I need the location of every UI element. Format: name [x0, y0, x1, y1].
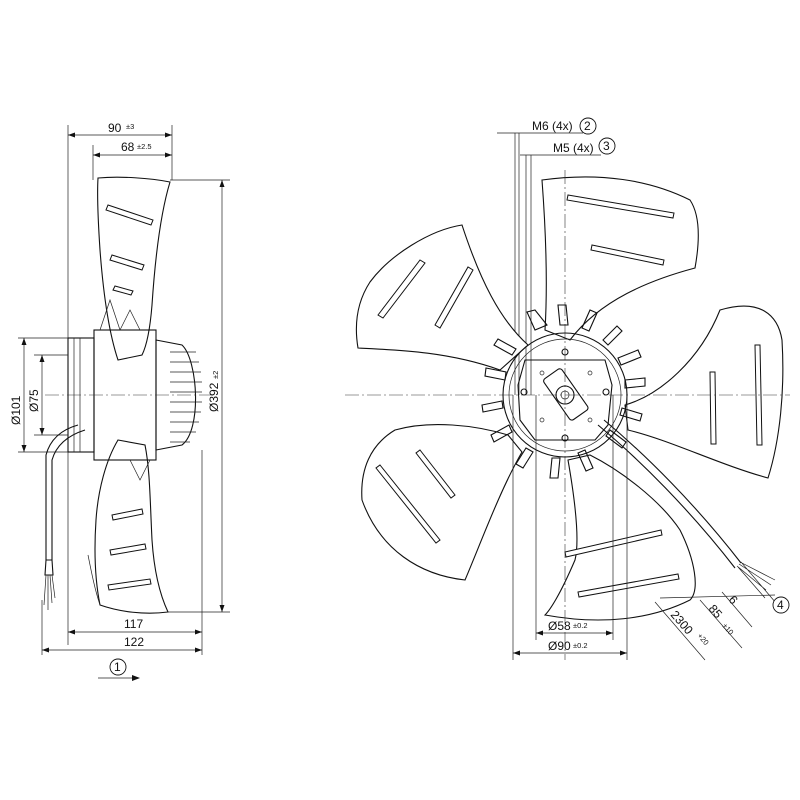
cable-strip-tol: ±10 — [720, 621, 735, 636]
dim-shaft-dia-value: Ø75 — [27, 389, 41, 412]
thread-m5-marker: 3 — [603, 139, 610, 153]
dim-shaft-dia: Ø75 — [27, 354, 68, 436]
blade-slot — [415, 449, 456, 499]
dim-bolt-circle-small: Ø58 ±0.2 — [535, 395, 614, 640]
dim-bolt-circle-large-tol: ±0.2 — [573, 641, 588, 650]
side-blade-slot — [109, 254, 145, 271]
dim-bolt-circle-small-value: Ø58 — [548, 619, 571, 633]
dim-bottom-outer-value: 122 — [124, 635, 144, 649]
front-cable — [597, 419, 777, 604]
blade-slot — [577, 573, 680, 598]
front-blade — [624, 305, 784, 479]
front-blade — [361, 424, 523, 581]
side-lower-blade — [94, 439, 169, 614]
front-view: M6 (4x) 2 M5 (4x) 3 — [345, 117, 790, 661]
blade-slot — [566, 194, 675, 219]
dim-bottom-outer: 122 — [41, 600, 202, 655]
dim-overall-depth-tol: ±3 — [126, 122, 134, 131]
airflow-marker-label: 1 — [114, 660, 121, 674]
cable-marker-label: 4 — [777, 598, 784, 612]
thread-m5-callout: M5 (4x) 3 — [520, 137, 616, 395]
blade-slot — [590, 244, 665, 266]
blade-slot — [377, 259, 426, 319]
dim-bottom-inner-value: 117 — [124, 617, 143, 631]
dim-overall-depth-value: 90 — [108, 121, 122, 135]
blade-slot — [564, 529, 663, 558]
cable-marker: 4 — [772, 596, 790, 614]
dim-blade-depth-tol: ±2.5 — [137, 142, 152, 151]
front-blade — [541, 176, 699, 341]
dim-blade-depth: 68 ±2.5 — [92, 140, 172, 180]
dim-bolt-circle-small-tol: ±0.2 — [573, 621, 588, 630]
airflow-arrow: 1 — [98, 658, 140, 681]
dim-flange-dia-value: Ø101 — [9, 395, 23, 425]
side-blade-slot — [105, 204, 154, 226]
side-rotor-fins — [170, 351, 202, 443]
blade-slot — [434, 266, 474, 329]
front-hub — [502, 332, 628, 458]
side-rotor — [155, 339, 197, 451]
thread-m6-marker: 2 — [584, 119, 591, 133]
side-view: 90 ±3 68 ±2.5 — [9, 121, 230, 681]
cable-length-tol: +20 — [695, 631, 710, 647]
dim-fan-dia-tol: ±2 — [211, 371, 220, 379]
side-blade-slot — [111, 508, 144, 521]
cable-strip-value: 85 — [706, 602, 726, 622]
front-hub-fins — [481, 304, 646, 479]
blade-slot — [375, 464, 441, 544]
dim-flange-dia: Ø101 — [9, 337, 68, 453]
dim-bottom-inner: 117 — [68, 450, 203, 655]
thread-m6-label: M6 (4x) — [532, 119, 573, 133]
front-blade — [543, 454, 696, 621]
blade-slot — [709, 371, 717, 445]
side-blade-slot — [112, 285, 134, 296]
thread-m6-callout: M6 (4x) 2 — [497, 117, 597, 395]
side-cable — [45, 424, 79, 560]
front-blade — [355, 224, 529, 371]
dim-fan-dia: Ø392 ±2 — [168, 179, 230, 613]
thread-m5-label: M5 (4x) — [553, 141, 594, 155]
dim-bolt-circle-large: Ø90 ±0.2 — [512, 395, 628, 660]
dim-bolt-circle-large-value: Ø90 — [548, 639, 571, 653]
dim-blade-depth-value: 68 — [121, 140, 135, 154]
dim-fan-dia-value: Ø392 — [207, 382, 221, 412]
side-blade-slot — [107, 578, 152, 591]
side-blade-slot — [109, 543, 147, 556]
cable-length-value: 2300 — [668, 608, 696, 638]
front-blades — [355, 176, 784, 621]
